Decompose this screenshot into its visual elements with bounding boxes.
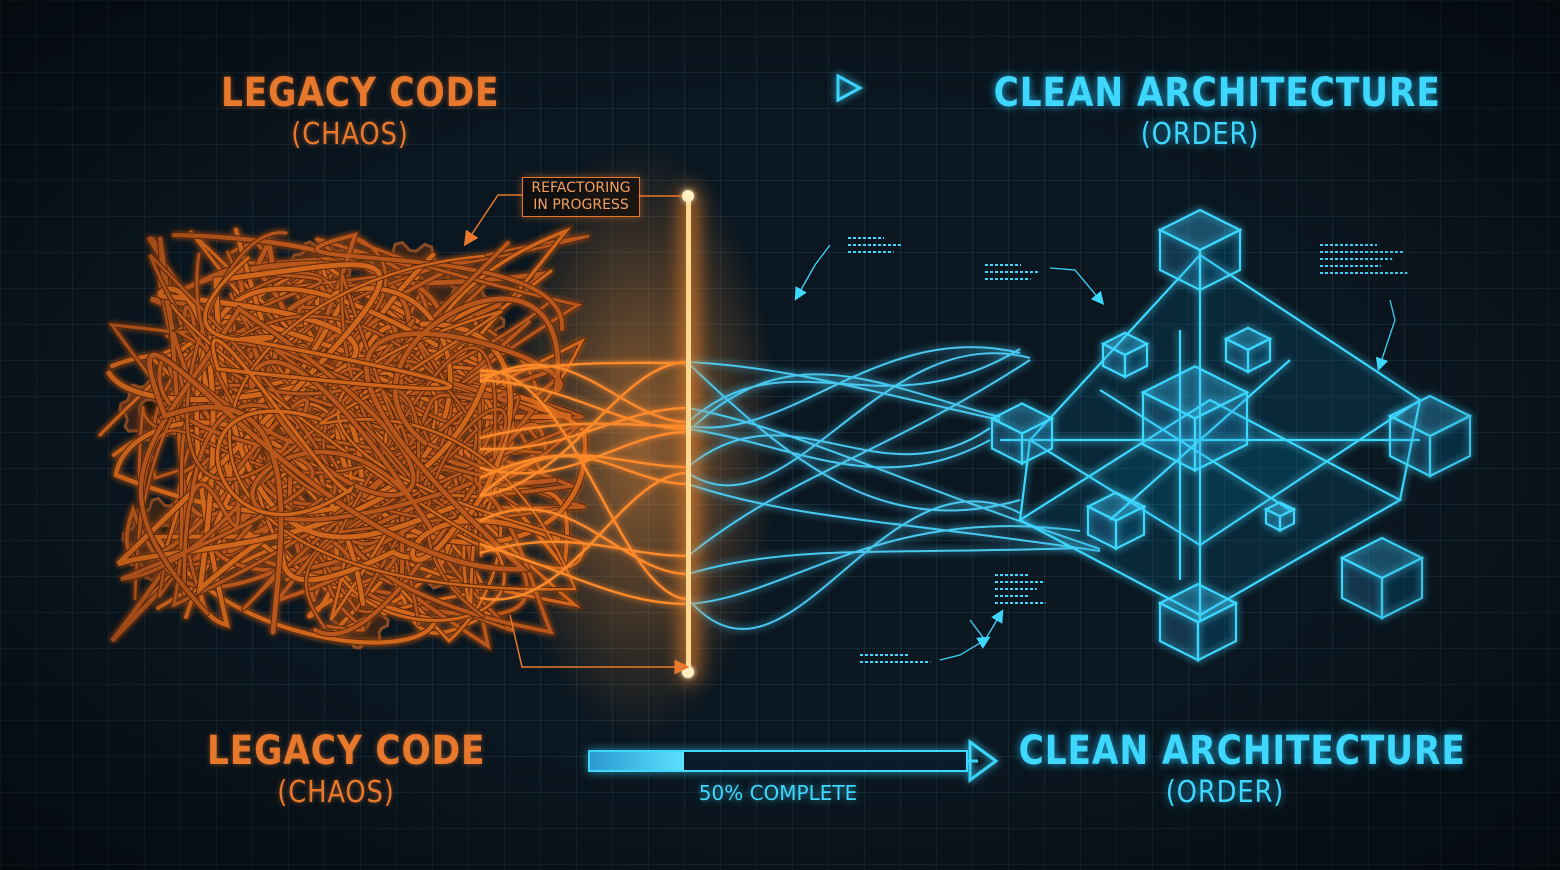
progress-label: 50% COMPLETE: [698, 781, 858, 805]
barrier-bottom-node: [682, 666, 694, 678]
barrier-top-node: [682, 190, 694, 202]
callout-line-2: IN PROGRESS: [533, 197, 629, 213]
bottom-right-subtitle: (ORDER): [1165, 775, 1285, 810]
left-subtitle: (CHAOS): [291, 117, 409, 152]
left-title: LEGACY CODE: [221, 70, 500, 116]
progress-bar: [588, 750, 968, 772]
module-cube: [1223, 326, 1273, 374]
note-pointer: [1375, 299, 1396, 372]
bottom-left-title: LEGACY CODE: [207, 728, 486, 774]
small-cube: [1263, 501, 1297, 533]
note-pointer: [1049, 267, 1105, 305]
annotation-note: [860, 636, 991, 663]
module-cube: [1100, 331, 1150, 379]
bottom-left-subtitle: (CHAOS): [277, 775, 395, 810]
callout-pointer: [463, 194, 522, 247]
tangled-wires: [97, 225, 590, 653]
refactoring-callout: REFACTORING IN PROGRESS: [522, 177, 640, 217]
annotation-note: [794, 237, 901, 301]
bottom-right-title: CLEAN ARCHITECTURE: [1018, 728, 1466, 774]
note-pointer: [939, 636, 991, 661]
module-cube: [1339, 536, 1425, 620]
annotation-note: [969, 574, 1046, 642]
note-pointer: [794, 244, 831, 301]
callout-line-1: REFACTORING: [531, 180, 631, 196]
annotation-note: [985, 264, 1105, 305]
note-pointer: [969, 609, 1004, 642]
barrier-line: [686, 195, 691, 675]
right-title: CLEAN ARCHITECTURE: [993, 70, 1441, 116]
clean-architecture-structure: [989, 208, 1473, 662]
module-cube: [989, 402, 1055, 466]
right-subtitle: (ORDER): [1140, 117, 1260, 152]
progress-fill: [590, 752, 684, 770]
